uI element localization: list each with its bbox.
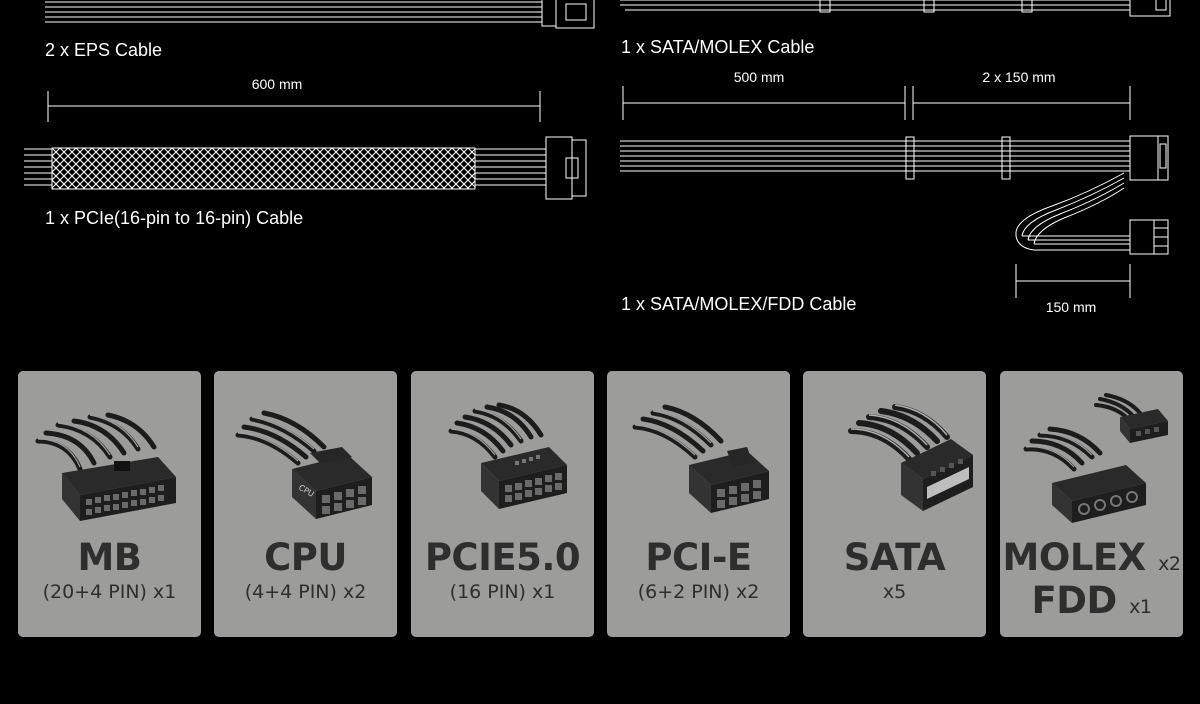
connector-card-pcie: PCI-E (6+2 PIN) x2 — [607, 371, 790, 637]
sata-connector-icon — [848, 404, 973, 511]
molex-fdd-connector-icon — [1023, 393, 1168, 523]
connector-card-molex-fdd: MOLEX x2 FDD x1 — [1000, 371, 1183, 637]
fdd-branch-length-label: 2 x 150 mm — [982, 69, 1056, 85]
sata-molex-fdd-cable-drawing — [620, 86, 1169, 298]
eps-cable-caption: 2 x EPS Cable — [45, 40, 163, 60]
eps-cable-drawing — [45, 0, 595, 29]
pcie-8pin-connector-icon — [632, 404, 769, 513]
pcie5-16pin-connector-icon — [448, 402, 567, 509]
fdd-title: FDD — [1031, 579, 1118, 622]
pcie-cable-drawing — [24, 91, 587, 200]
cable-diagram: 2 x EPS Cable 1 x SATA/MOLEX Cable 600 m… — [24, 0, 1171, 315]
connector-card-mb: MB (20+4 PIN) x1 — [18, 371, 201, 637]
connector-cards: MB (20+4 PIN) x1 CPU CPU (4+4 PIN) x2 — [18, 371, 1183, 637]
connector-title: SATA — [843, 536, 946, 579]
molex-count: x2 — [1158, 553, 1181, 575]
connector-subtitle: x5 — [882, 581, 907, 603]
connector-title: MB — [77, 536, 142, 579]
connector-title-secondary: FDD x1 — [1000, 579, 1183, 622]
molex-title: MOLEX — [1002, 536, 1147, 579]
connector-title: CPU — [264, 536, 347, 579]
sata-molex-fdd-cable-caption: 1 x SATA/MOLEX/FDD Cable — [621, 294, 857, 314]
cable-drawings — [24, 0, 1171, 298]
sata-molex-cable-caption: 1 x SATA/MOLEX Cable — [621, 37, 815, 57]
connector-subtitle: (4+4 PIN) x2 — [244, 581, 367, 603]
connector-card-cpu: CPU CPU (4+4 PIN) x2 — [214, 371, 397, 637]
connector-title: PCIE5.0 — [424, 536, 581, 579]
connector-title: PCI-E — [645, 536, 752, 579]
fdd-count: x1 — [1129, 596, 1152, 618]
connector-subtitle: (16 PIN) x1 — [449, 581, 556, 603]
fdd-main-length-label: 500 mm — [733, 69, 785, 85]
fdd-tail-length-label: 150 mm — [1045, 299, 1097, 315]
connector-card-pcie5: PCIE5.0 (16 PIN) x1 — [411, 371, 594, 637]
cpu-8pin-connector-icon: CPU — [235, 410, 372, 519]
connector-subtitle: (6+2 PIN) x2 — [637, 581, 760, 603]
pcie-cable-caption: 1 x PCIe(16-pin to 16-pin) Cable — [45, 208, 304, 228]
sata-molex-cable-drawing — [620, 0, 1171, 17]
atx-24pin-connector-icon — [35, 412, 176, 521]
connector-subtitle: (20+4 PIN) x1 — [42, 581, 177, 603]
connector-title: MOLEX x2 — [1000, 536, 1183, 579]
pcie-length-label: 600 mm — [251, 76, 303, 92]
connector-card-sata: SATA x5 — [803, 371, 986, 637]
